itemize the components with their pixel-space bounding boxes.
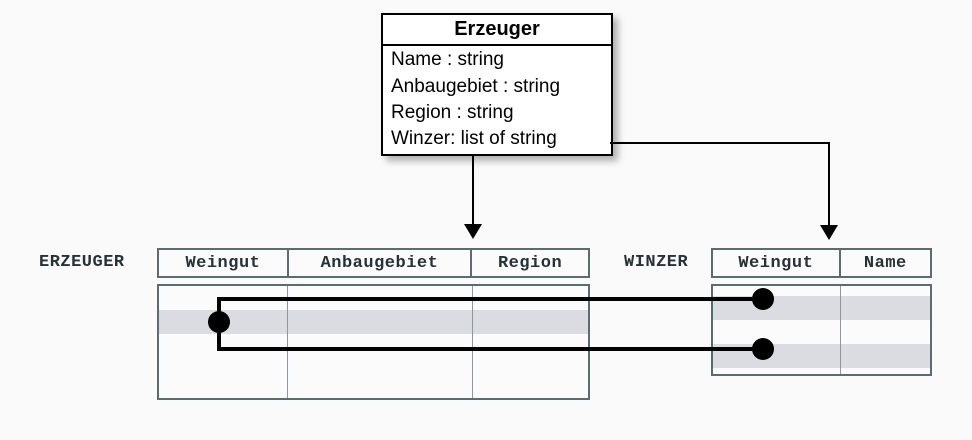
table-row [159,334,588,358]
table-cell [841,344,930,368]
relation-header-erzeuger: Weingut Anbaugebiet Region [157,248,590,278]
link-endpoint-dot-winzer-row1 [752,288,774,310]
table-cell [841,368,930,374]
link-branch-lower [217,347,762,351]
table-cell [159,334,288,358]
table-cell [841,320,930,344]
connector-class-to-winzer-vertical [828,142,830,228]
table-cell [841,286,930,296]
table-cell [841,296,930,320]
table-row [713,286,930,296]
table-cell [713,320,841,344]
relation-header-winzer: Weingut Name [711,248,932,278]
table-cell [159,310,288,334]
table-row [713,368,930,374]
link-branch-upper [217,297,762,301]
uml-class-name: Erzeuger [383,15,611,47]
table-cell [713,286,841,296]
uml-class-box-erzeuger: Erzeuger Name : string Anbaugebiet : str… [381,13,613,157]
column-header-name: Name [863,253,907,273]
table-cell [473,334,588,358]
uml-attribute-list: Name : string Anbaugebiet : string Regio… [383,46,611,154]
connector-class-to-winzer-horizontal [610,142,830,144]
table-cell [713,296,841,320]
uml-attribute-name: Name : string [391,49,504,71]
table-cell [713,368,841,374]
table-row [159,358,588,398]
uml-attribute-winzer: Winzer: list of string [391,128,557,150]
table-cell [288,334,473,358]
uml-attribute-region: Region : string [391,101,514,123]
link-endpoint-dot-erzeuger [208,311,230,333]
table-cell [288,358,473,398]
connector-class-to-erzeuger-vertical [472,155,474,227]
table-cell [713,344,841,368]
relation-body-erzeuger [157,284,590,400]
column-header-weingut-winzer: Weingut [713,250,841,276]
table-cell [473,310,588,334]
table-row [713,320,930,344]
link-endpoint-dot-winzer-row3 [752,338,774,360]
relation-label-winzer: WINZER [624,253,689,272]
table-cell [159,358,288,398]
arrowhead-erzeuger [464,224,482,239]
table-row [159,310,588,334]
uml-attribute-anbaugebiet: Anbaugebiet : string [391,75,561,97]
column-header-region: Region [497,253,563,273]
table-cell [288,310,473,334]
arrowhead-winzer [820,225,838,240]
column-header-weingut: Weingut [159,250,289,276]
column-header-anbaugebiet: Anbaugebiet [289,250,473,276]
relation-label-erzeuger: ERZEUGER [39,253,125,272]
relation-body-winzer [711,284,932,376]
table-cell [473,358,588,398]
